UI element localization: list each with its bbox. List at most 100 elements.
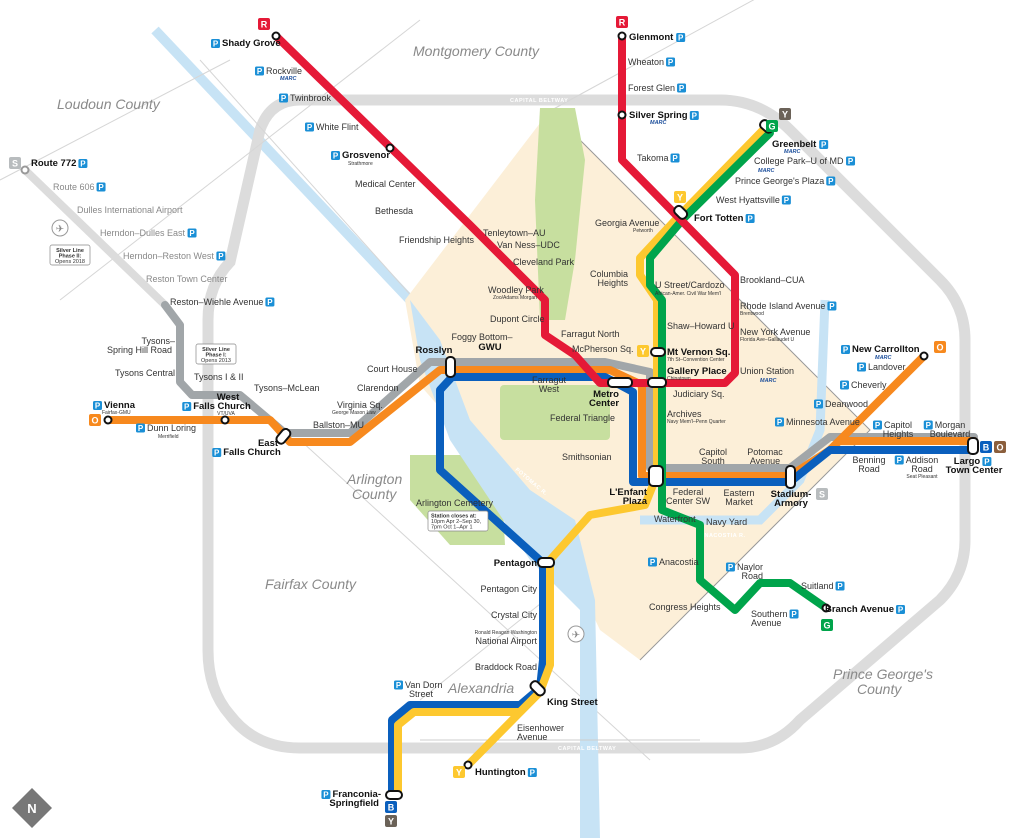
station-capitol-heights-2[interactable]: Heights: [883, 429, 914, 439]
franconia-terminal[interactable]: [385, 790, 403, 800]
station-huntington[interactable]: Huntington: [475, 767, 526, 778]
station-spring-hill-2[interactable]: Spring Hill Road: [107, 345, 172, 355]
pentagon-transfer[interactable]: [537, 557, 555, 568]
station-pg-plaza[interactable]: Prince George's Plaza: [735, 176, 824, 186]
station-route-772[interactable]: Route 772: [31, 158, 76, 169]
station-fort-totten[interactable]: Fort Totten: [694, 213, 744, 224]
station-van-dorn-2[interactable]: Street: [409, 689, 434, 699]
station-landover[interactable]: Landover: [868, 362, 906, 372]
station-reston-town-center[interactable]: Reston Town Center: [146, 274, 227, 284]
station-forest-glen[interactable]: Forest Glen: [628, 83, 675, 93]
station-southern-ave[interactable]: Southern: [751, 609, 788, 619]
station-king-street[interactable]: King Street: [547, 697, 599, 708]
station-eastern-market[interactable]: Eastern: [723, 488, 754, 498]
station-herndon-dulles-east[interactable]: Herndon–Dulles East: [100, 228, 186, 238]
station-friendship-heights[interactable]: Friendship Heights: [399, 235, 475, 245]
mt-vernon-transfer[interactable]: [650, 347, 666, 357]
station-woodley-park[interactable]: Woodley Park: [488, 285, 544, 295]
station-columbia-heights-2[interactable]: Heights: [597, 278, 628, 288]
station-federal-center[interactable]: Federal: [673, 487, 704, 497]
station-judiciary-sq[interactable]: Judiciary Sq.: [673, 389, 725, 399]
station-union-station[interactable]: Union Station: [740, 366, 794, 376]
station-addison-road-2[interactable]: Road: [911, 464, 933, 474]
station-franconia-2[interactable]: Springfield: [329, 798, 379, 809]
station-morgan-blvd[interactable]: Morgan: [935, 420, 966, 430]
station-metro-center[interactable]: Metro: [593, 389, 619, 400]
station-u-street[interactable]: U Street/Cardozo: [655, 280, 725, 290]
gallery-place-transfer[interactable]: [647, 377, 667, 388]
station-waterfront[interactable]: Waterfront: [654, 514, 696, 524]
station-brookland[interactable]: Brookland–CUA: [740, 275, 805, 285]
station-dulles-airport[interactable]: Dulles International Airport: [77, 205, 183, 215]
station-lenfant[interactable]: L'Enfant: [609, 487, 647, 498]
station-wiehle[interactable]: Reston–Wiehle Avenue: [170, 297, 263, 307]
station-rockville[interactable]: Rockville: [266, 66, 302, 76]
station-smithsonian[interactable]: Smithsonian: [562, 452, 612, 462]
station-morgan-blvd-2[interactable]: Boulevard: [930, 429, 971, 439]
station-greenbelt[interactable]: Greenbelt: [772, 139, 817, 150]
station-gallery-place[interactable]: Gallery Place: [667, 366, 727, 377]
station-virginia-sq[interactable]: Virginia Sq.: [337, 400, 383, 410]
station-farragut-west-2[interactable]: West: [539, 384, 560, 394]
station-minnesota-ave[interactable]: Minnesota Avenue: [786, 417, 860, 427]
station-pentagon-city[interactable]: Pentagon City: [480, 584, 537, 594]
station-bethesda[interactable]: Bethesda: [375, 206, 413, 216]
station-potomac-ave-2[interactable]: Avenue: [750, 456, 780, 466]
station-southern-ave-2[interactable]: Avenue: [751, 618, 781, 628]
station-mcpherson-sq[interactable]: McPherson Sq.: [572, 344, 634, 354]
station-takoma[interactable]: Takoma: [637, 153, 669, 163]
station-lenfant-2[interactable]: Plaza: [623, 496, 648, 507]
station-eisenhower[interactable]: Eisenhower: [517, 723, 564, 733]
stadium-armory-transfer[interactable]: [785, 465, 796, 489]
station-largo-2[interactable]: Town Center: [946, 465, 1003, 476]
lenfant-transfer[interactable]: [648, 465, 664, 487]
rosslyn-transfer[interactable]: [445, 356, 456, 378]
station-archives[interactable]: Archives: [667, 409, 702, 419]
station-medical-center[interactable]: Medical Center: [355, 179, 416, 189]
station-naylor-road[interactable]: Naylor: [737, 562, 763, 572]
station-stadium-armory-2[interactable]: Armory: [774, 498, 809, 509]
east-falls-church-transfer[interactable]: [275, 427, 292, 445]
station-ballston[interactable]: Ballston–MU: [313, 420, 364, 430]
station-braddock-road[interactable]: Braddock Road: [475, 662, 537, 672]
station-potomac-ave[interactable]: Potomac: [747, 447, 783, 457]
station-new-carrollton[interactable]: New Carrollton: [852, 344, 920, 355]
metro-center-transfer[interactable]: [607, 377, 633, 388]
station-foggy-bottom[interactable]: Foggy Bottom–: [451, 332, 512, 342]
station-tysons-mclean[interactable]: Tysons–McLean: [254, 383, 320, 393]
station-glenmont[interactable]: Glenmont: [629, 32, 674, 43]
station-mt-vernon[interactable]: Mt Vernon Sq.: [667, 347, 730, 358]
station-capitol-heights[interactable]: Capitol: [884, 420, 912, 430]
station-eisenhower-2[interactable]: Avenue: [517, 732, 547, 742]
largo-terminal[interactable]: [967, 437, 979, 455]
station-herndon-reston-west[interactable]: Herndon–Reston West: [123, 251, 214, 261]
station-congress-heights[interactable]: Congress Heights: [649, 602, 721, 612]
station-cheverly[interactable]: Cheverly: [851, 380, 887, 390]
station-spring-hill[interactable]: Tysons–: [141, 336, 175, 346]
station-dunn-loring[interactable]: Dunn Loring: [147, 423, 196, 433]
station-silver-spring[interactable]: Silver Spring: [629, 110, 688, 121]
station-vienna[interactable]: Vienna: [104, 400, 136, 411]
station-benning-road-2[interactable]: Road: [858, 464, 880, 474]
station-rosslyn[interactable]: Rosslyn: [416, 345, 453, 356]
station-largo[interactable]: Largo: [954, 456, 981, 467]
station-branch-ave[interactable]: Branch Avenue: [825, 604, 894, 615]
station-benning-road[interactable]: Benning: [852, 455, 885, 465]
station-anacostia[interactable]: Anacostia: [659, 557, 699, 567]
station-addison-road[interactable]: Addison: [906, 455, 939, 465]
station-stadium-armory[interactable]: Stadium-: [771, 489, 812, 500]
station-west-falls-church-2[interactable]: Falls Church: [193, 401, 251, 412]
station-east-falls-church[interactable]: East: [258, 438, 279, 449]
station-arlington-cemetery[interactable]: Arlington Cemetery: [416, 498, 494, 508]
station-columbia-heights[interactable]: Columbia: [590, 269, 628, 279]
station-georgia-ave[interactable]: Georgia Avenue: [595, 218, 659, 228]
station-national-airport[interactable]: National Airport: [475, 636, 537, 646]
station-foggy-bottom-2[interactable]: GWU: [478, 342, 501, 353]
station-eastern-market-2[interactable]: Market: [725, 497, 753, 507]
station-farragut-north[interactable]: Farragut North: [561, 329, 620, 339]
king-street-transfer[interactable]: [529, 680, 547, 698]
station-farragut-west[interactable]: Farragut: [532, 375, 567, 385]
station-metro-center-2[interactable]: Center: [589, 398, 619, 409]
station-college-park[interactable]: College Park–U of MD: [754, 156, 844, 166]
station-cleveland-park[interactable]: Cleveland Park: [513, 257, 575, 267]
